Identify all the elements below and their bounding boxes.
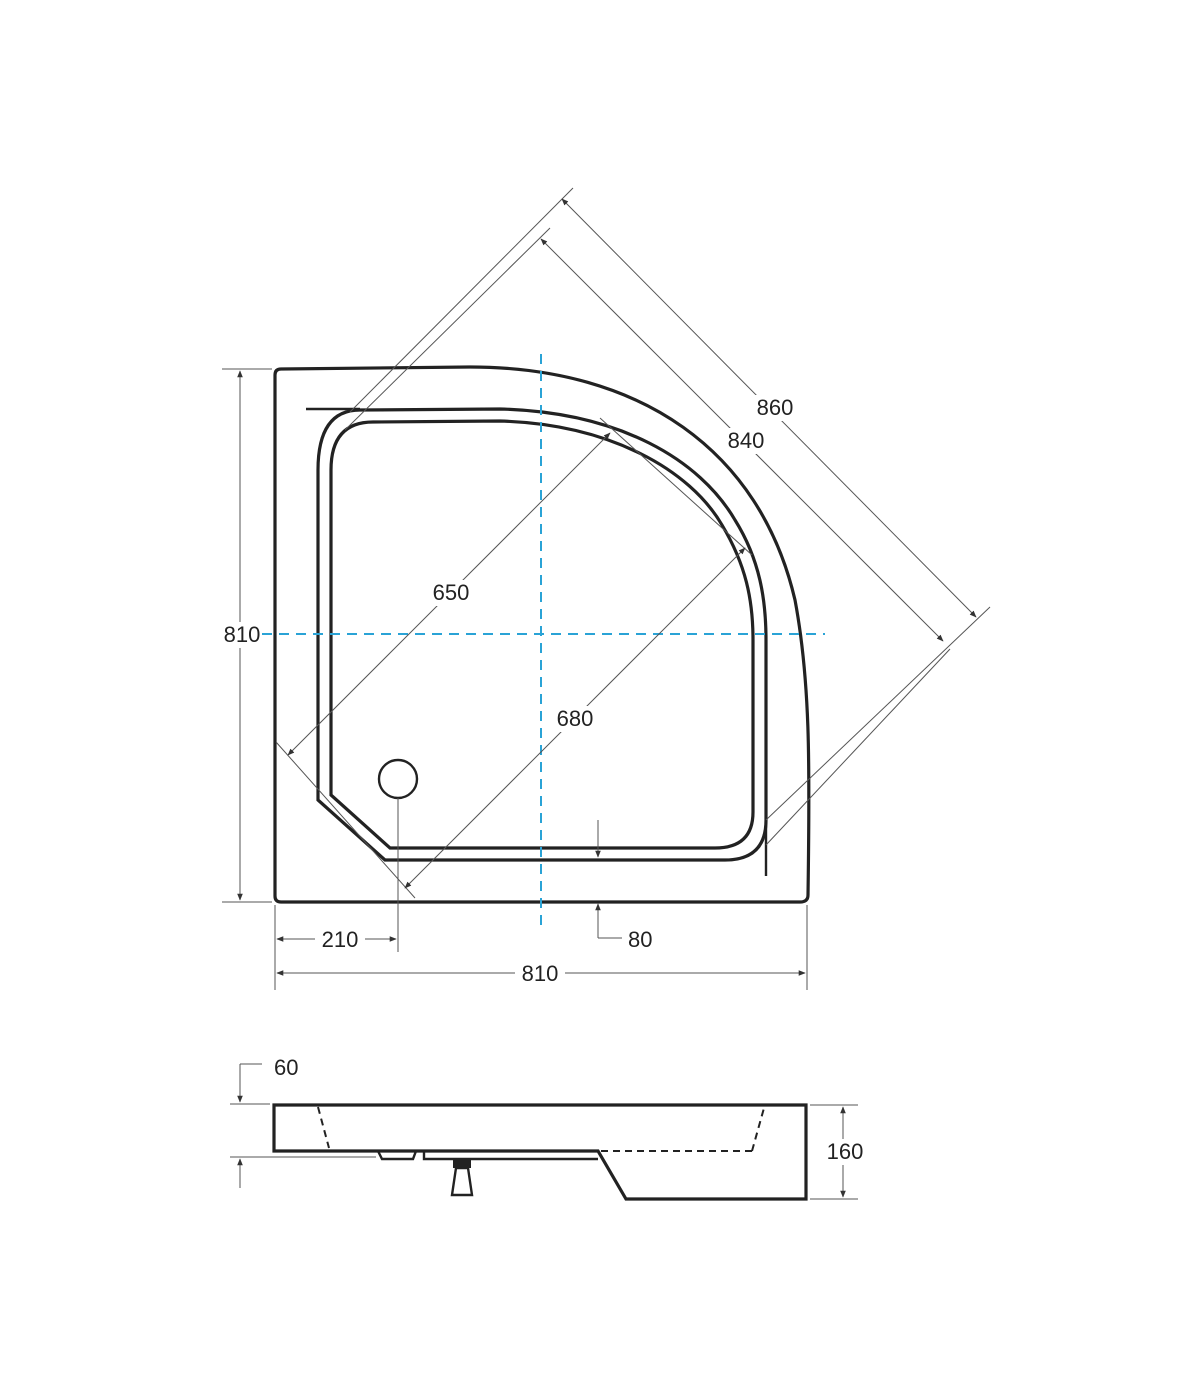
top-view: 810 810 210 80 860 840 650	[222, 187, 991, 990]
drain-offset-label: 210	[322, 927, 359, 952]
dim680-label: 680	[557, 706, 594, 731]
dim60-label: 60	[274, 1055, 298, 1080]
dim650-extension-upper	[599, 417, 753, 556]
width-dimension-label: 810	[522, 961, 559, 986]
drain-trap-body	[450, 1166, 474, 1197]
drain-circle	[377, 758, 419, 800]
height-dimension-label: 810	[224, 622, 261, 647]
drain-trap-neck	[453, 1160, 471, 1168]
diag860-extension-lower	[765, 606, 991, 821]
rim-width-label: 80	[628, 927, 652, 952]
drain-flange	[376, 1150, 418, 1161]
diag840-extension-upper	[344, 227, 551, 431]
dim650-label: 650	[433, 580, 470, 605]
dim160-label: 160	[827, 1139, 864, 1164]
hidden-basin-right	[751, 1107, 765, 1152]
side-view: 60 160	[230, 1055, 868, 1201]
hidden-basin-left	[317, 1106, 330, 1149]
diag840-extension-lower	[765, 648, 951, 846]
dim650-extension-lower	[275, 741, 416, 899]
drain-base-plate	[422, 1151, 598, 1161]
diag860-label: 860	[757, 395, 794, 420]
diag860-extension-upper	[349, 187, 574, 413]
diag840-label: 840	[728, 428, 765, 453]
tray-side-profile	[272, 1103, 808, 1201]
